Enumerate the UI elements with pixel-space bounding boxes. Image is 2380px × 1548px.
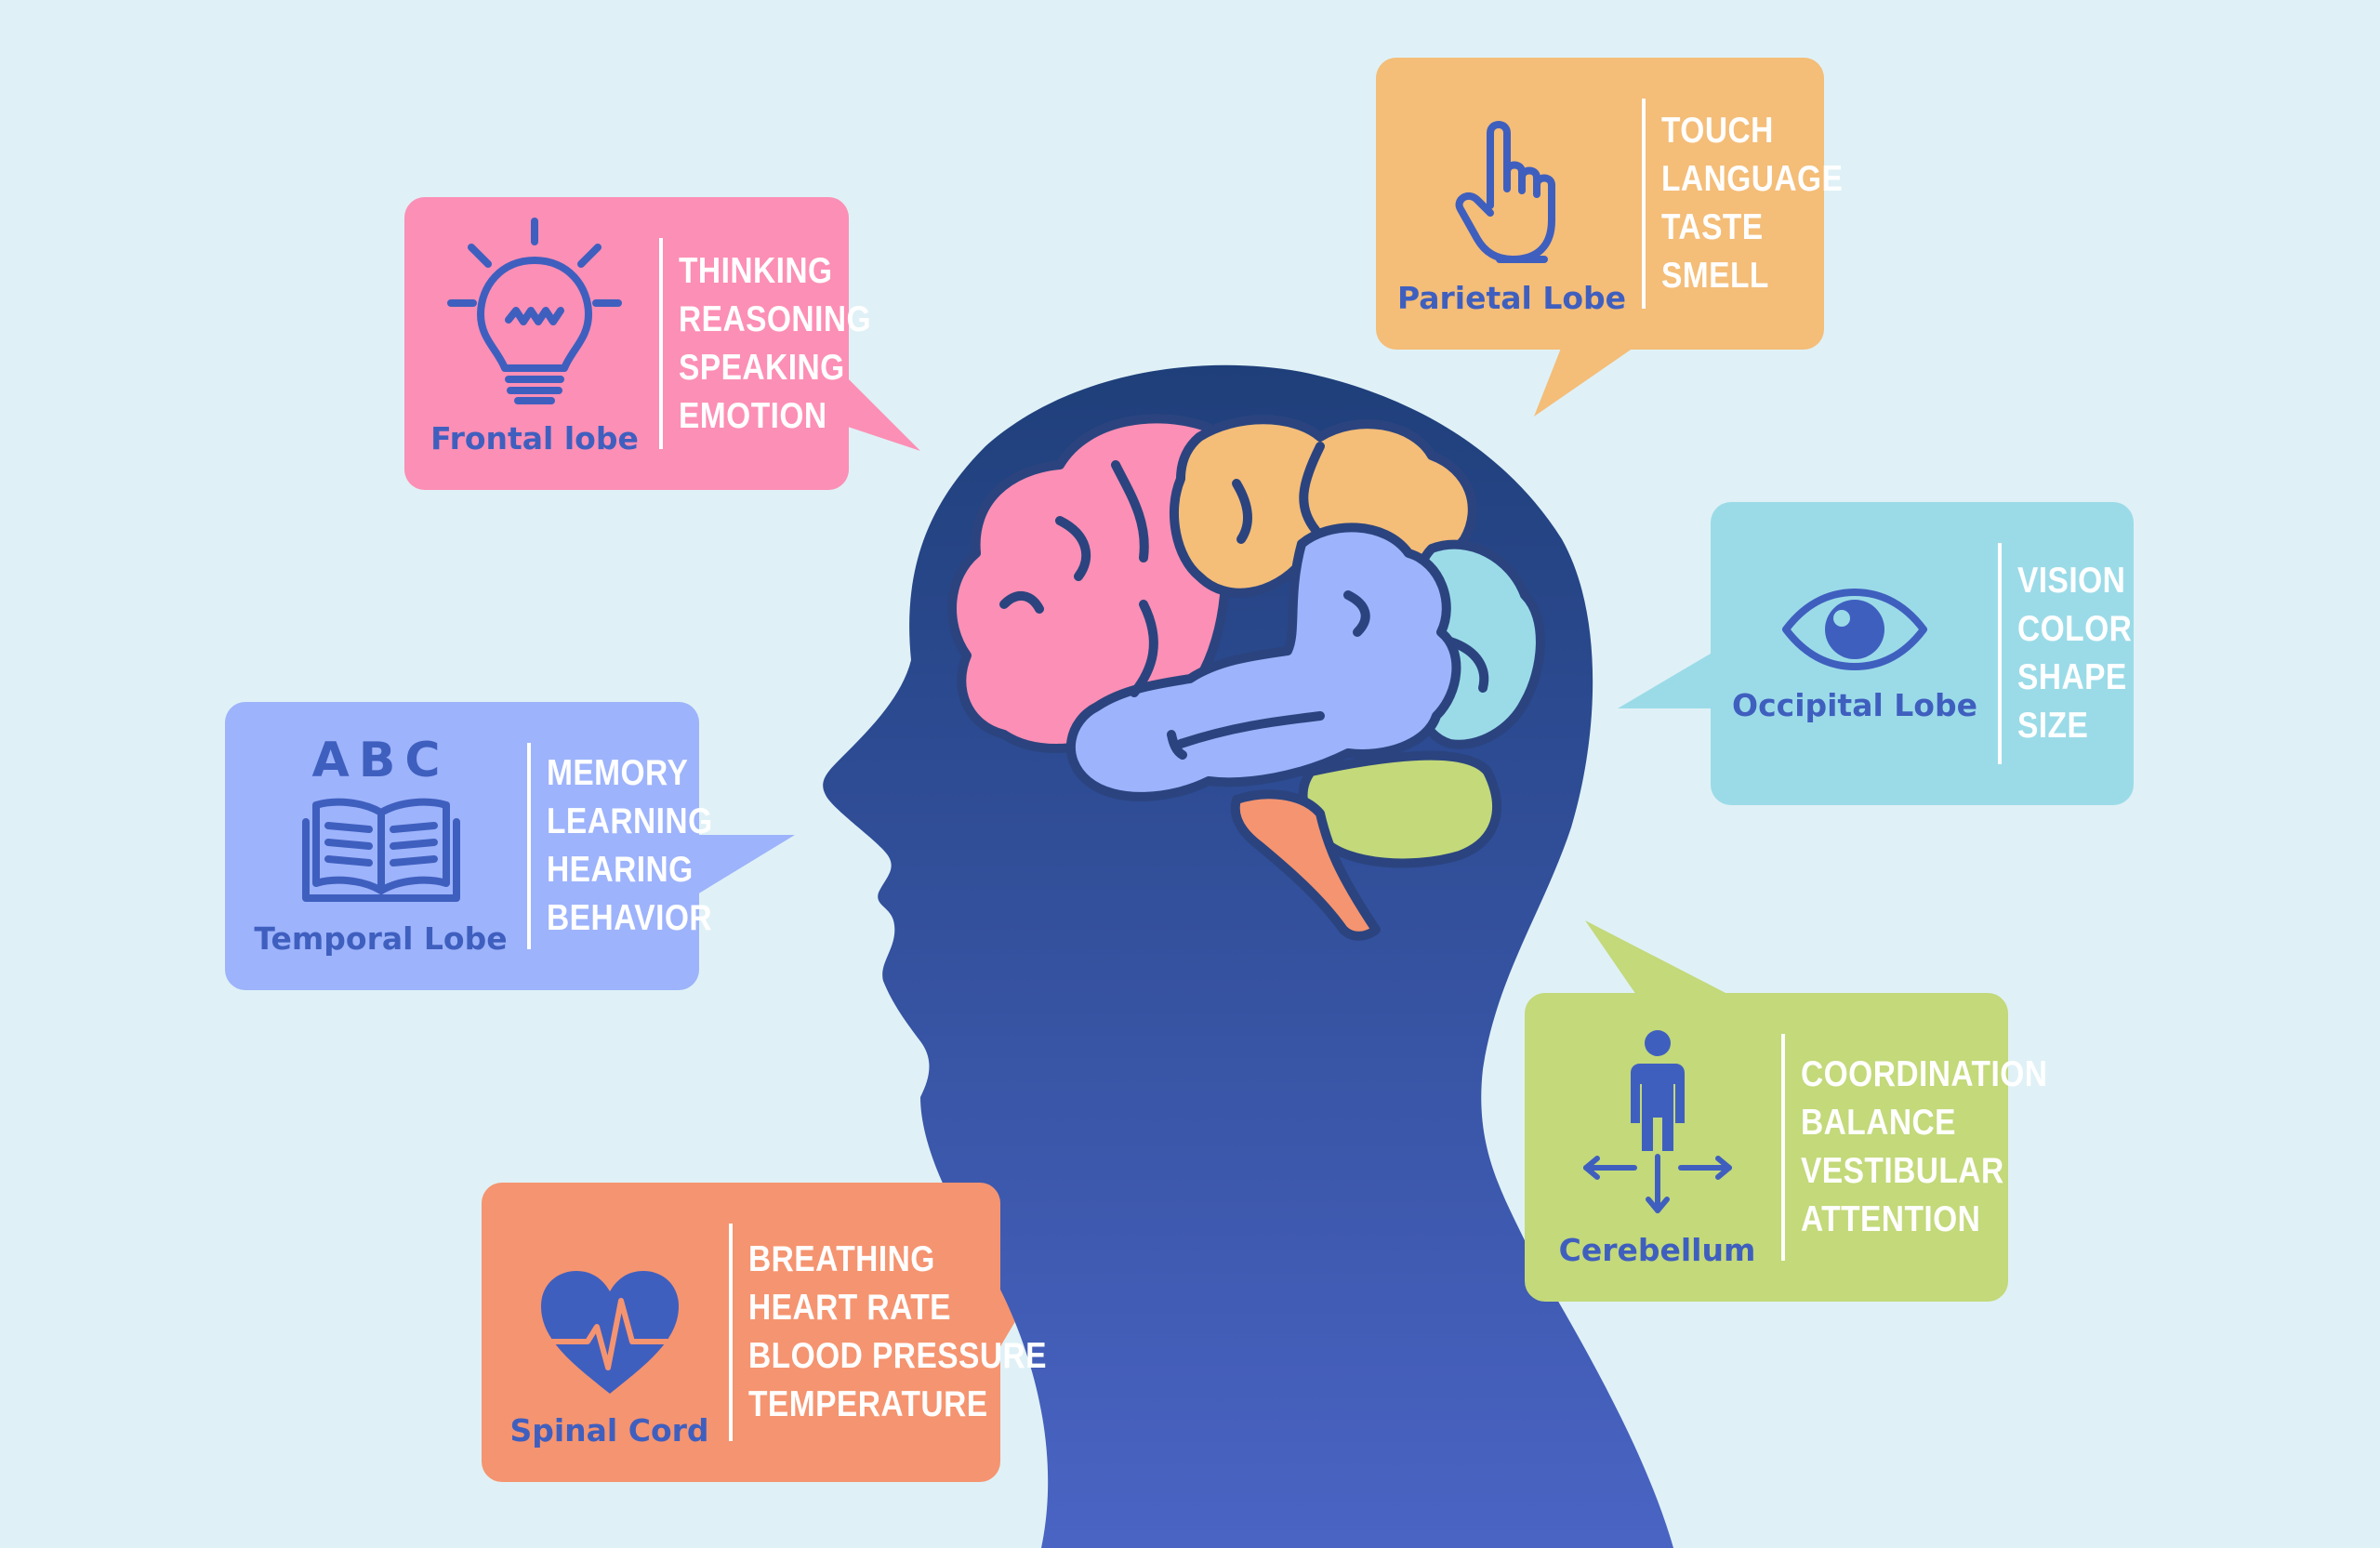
divider	[1781, 1034, 1785, 1261]
function-item: BEHAVIOR	[547, 898, 712, 938]
divider	[659, 238, 663, 449]
pointing-hand-icon	[1455, 121, 1555, 263]
occipital-lobe-callout: Occipital Lobe VISION COLOR SHAPE SIZE	[1711, 502, 2134, 805]
function-list: MEMORY LEARNING HEARING BEHAVIOR	[547, 749, 740, 943]
divider	[729, 1224, 733, 1441]
function-item: HEART RATE	[748, 1288, 951, 1328]
function-item: LANGUAGE	[1661, 159, 1844, 199]
divider	[1642, 99, 1646, 309]
brain	[947, 414, 1545, 941]
function-list: THINKING REASONING SPEAKING EMOTION	[679, 247, 903, 441]
divider	[527, 743, 531, 949]
function-item: BREATHING	[748, 1239, 935, 1279]
temporal-bubble-tail	[697, 835, 795, 894]
function-item: SHAPE	[2017, 657, 2127, 697]
cerebellum-bubble-tail	[1585, 920, 1729, 995]
function-item: LEARNING	[547, 801, 713, 841]
open-book-icon	[301, 798, 460, 902]
function-item: VESTIBULAR	[1801, 1151, 2004, 1191]
function-item: TASTE	[1661, 207, 1764, 247]
function-item: TOUCH	[1661, 111, 1774, 151]
spinal-cord-callout: Spinal Cord BREATHING HEART RATE BLOOD P…	[482, 1183, 1047, 1482]
abc-letters: ABC	[311, 733, 450, 788]
cerebellum-label: Cerebellum	[1558, 1232, 1756, 1268]
frontal-lobe-callout: Frontal lobe THINKING REASONING SPEAKING…	[404, 197, 871, 490]
spinal-cord-label: Spinal Cord	[509, 1412, 709, 1449]
function-list: BREATHING HEART RATE BLOOD PRESSURE TEMP…	[748, 1236, 1095, 1429]
function-item: SIZE	[2017, 706, 2089, 746]
eye-icon	[1782, 589, 1927, 670]
function-item: REASONING	[679, 298, 872, 339]
heartbeat-icon	[540, 1271, 679, 1394]
parietal-bubble-tail	[1534, 346, 1636, 417]
function-item: MEMORY	[547, 753, 689, 793]
function-item: BALANCE	[1801, 1103, 1956, 1143]
function-item: BLOOD PRESSURE	[748, 1336, 1047, 1376]
function-item: TEMPERATURE	[748, 1384, 988, 1424]
function-item: COORDINATION	[1801, 1054, 2048, 1094]
function-item: ATTENTION	[1801, 1199, 1981, 1239]
function-item: HEARING	[547, 850, 694, 890]
frontal-lobe-label: Frontal lobe	[430, 420, 639, 456]
temporal-lobe-callout: ABC Temporal Lobe MEMORY LEARNING HEARIN…	[225, 702, 712, 990]
temporal-lobe-label: Temporal Lobe	[254, 920, 508, 957]
lightbulb-icon	[447, 218, 622, 404]
temporal-lobe	[1066, 523, 1461, 801]
function-item: VISION	[2017, 561, 2126, 601]
function-item: EMOTION	[679, 395, 827, 436]
function-list: COORDINATION BALANCE VESTIBULAR ATTENTIO…	[1801, 1051, 2088, 1244]
function-list: TOUCH LANGUAGE TASTE SMELL	[1661, 107, 1872, 300]
occipital-lobe-label: Occipital Lobe	[1732, 687, 1977, 723]
parietal-lobe-label: Parietal Lobe	[1396, 280, 1627, 316]
frontal-bubble-tail	[837, 367, 920, 451]
function-item: THINKING	[679, 250, 833, 291]
parietal-lobe-callout: Parietal Lobe TOUCH LANGUAGE TASTE SMELL	[1376, 58, 1843, 350]
divider	[1998, 543, 2002, 764]
cerebellum-callout: Cerebellum COORDINATION BALANCE VESTIBUL…	[1525, 993, 2047, 1302]
spinal-cord-brainstem	[1230, 789, 1381, 941]
occipital-bubble-tail	[1618, 651, 1715, 708]
person-balance-icon	[1582, 1030, 1732, 1213]
function-item: COLOR	[2017, 609, 2133, 649]
function-item: SPEAKING	[679, 347, 845, 388]
function-list: VISION COLOR SHAPE SIZE	[2017, 557, 2150, 750]
function-item: SMELL	[1661, 256, 1769, 296]
